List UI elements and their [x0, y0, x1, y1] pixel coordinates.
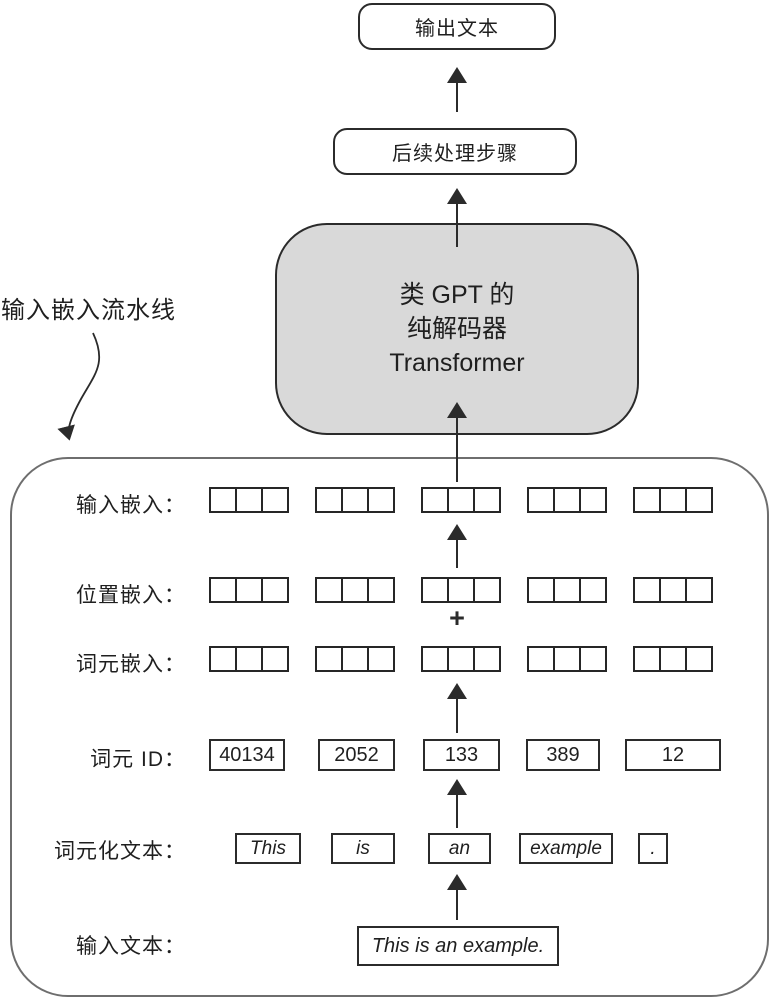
embedding-cell — [367, 646, 395, 672]
embedding-vector — [315, 577, 395, 603]
plus-sign: + — [449, 603, 465, 633]
token-id-box: 40134 — [209, 739, 285, 771]
embedding-cell — [209, 487, 237, 513]
token-id-value: 40134 — [219, 743, 275, 766]
embedding-cell — [235, 577, 263, 603]
embedding-cell — [527, 577, 555, 603]
embedding-cell — [261, 487, 289, 513]
token-id-box: 389 — [526, 739, 600, 771]
input-text-label: 输入文本： — [76, 935, 186, 958]
embedding-vector — [527, 577, 607, 603]
embedding-vector — [527, 487, 607, 513]
token-text-value: This — [250, 837, 286, 859]
post-processing-box: 后续处理步骤 — [333, 128, 577, 175]
tokenized-text-label: 词元化文本： — [54, 840, 186, 863]
embedding-vector — [527, 646, 607, 672]
token-text-box: This — [235, 833, 301, 864]
input-embedding-row — [209, 487, 713, 513]
output-text-box: 输出文本 — [358, 3, 556, 50]
embedding-cell — [367, 577, 395, 603]
token-text-value: an — [448, 837, 471, 859]
embedding-cell — [473, 577, 501, 603]
embedding-cell — [553, 646, 581, 672]
token-id-value: 389 — [546, 743, 580, 766]
token-text-box: is — [331, 833, 395, 864]
embedding-cell — [579, 577, 607, 603]
embedding-cell — [685, 577, 713, 603]
embedding-vector — [633, 646, 713, 672]
input-embedding-label: 输入嵌入： — [76, 494, 186, 517]
embedding-cell — [579, 487, 607, 513]
embedding-cell — [447, 577, 475, 603]
post-processing-label: 后续处理步骤 — [392, 143, 518, 165]
input-text-box: This is an example. — [357, 926, 559, 966]
token-id-value: 12 — [661, 743, 685, 766]
embedding-cell — [473, 646, 501, 672]
token-text-box: . — [638, 833, 668, 864]
transformer-line1: 类 GPT 的 — [399, 281, 515, 309]
embedding-cell — [685, 646, 713, 672]
embedding-vector — [633, 487, 713, 513]
embedding-vector — [315, 646, 395, 672]
embedding-cell — [261, 577, 289, 603]
token-id-value: 2052 — [334, 743, 379, 766]
token-id-box: 133 — [423, 739, 500, 771]
embedding-vector — [633, 577, 713, 603]
embedding-cell — [527, 487, 555, 513]
output-text-label: 输出文本 — [415, 18, 499, 40]
token-embedding-label: 词元嵌入： — [76, 653, 186, 676]
embedding-cell — [315, 646, 343, 672]
embedding-cell — [659, 487, 687, 513]
embedding-cell — [473, 487, 501, 513]
embedding-cell — [261, 646, 289, 672]
input-text-value: This is an example. — [371, 934, 545, 957]
embedding-cell — [579, 646, 607, 672]
token-id-box: 2052 — [318, 739, 395, 771]
embedding-pipeline-container — [10, 457, 769, 997]
embedding-cell — [685, 487, 713, 513]
token-embedding-row — [209, 646, 713, 672]
embedding-vector — [209, 487, 289, 513]
embedding-cell — [341, 487, 369, 513]
embedding-vector — [209, 577, 289, 603]
pipeline-callout-label: 输入嵌入流水线 — [1, 297, 176, 324]
transformer-box: 类 GPT 的 纯解码器 Transformer — [275, 223, 639, 435]
positional-embedding-row — [209, 577, 713, 603]
embedding-cell — [659, 577, 687, 603]
embedding-cell — [553, 487, 581, 513]
embedding-cell — [367, 487, 395, 513]
token-text-box: an — [428, 833, 491, 864]
token-id-box: 12 — [625, 739, 721, 771]
embedding-vector — [421, 646, 501, 672]
token-text-value: example — [530, 837, 602, 859]
transformer-line2: 纯解码器 — [406, 315, 507, 343]
embedding-vector — [421, 577, 501, 603]
arrow-callout-curved — [57, 332, 101, 441]
token-text-value: is — [356, 837, 370, 859]
token-text-box: example — [519, 833, 613, 864]
token-text-value: . — [650, 837, 656, 859]
transformer-line3: Transformer — [389, 349, 525, 377]
embedding-vector — [209, 646, 289, 672]
token-id-label: 词元 ID： — [90, 748, 186, 771]
positional-embedding-label: 位置嵌入： — [76, 584, 186, 607]
embedding-vector — [421, 487, 501, 513]
embedding-vector — [315, 487, 395, 513]
token-id-value: 133 — [444, 743, 479, 766]
embedding-cell — [209, 577, 237, 603]
